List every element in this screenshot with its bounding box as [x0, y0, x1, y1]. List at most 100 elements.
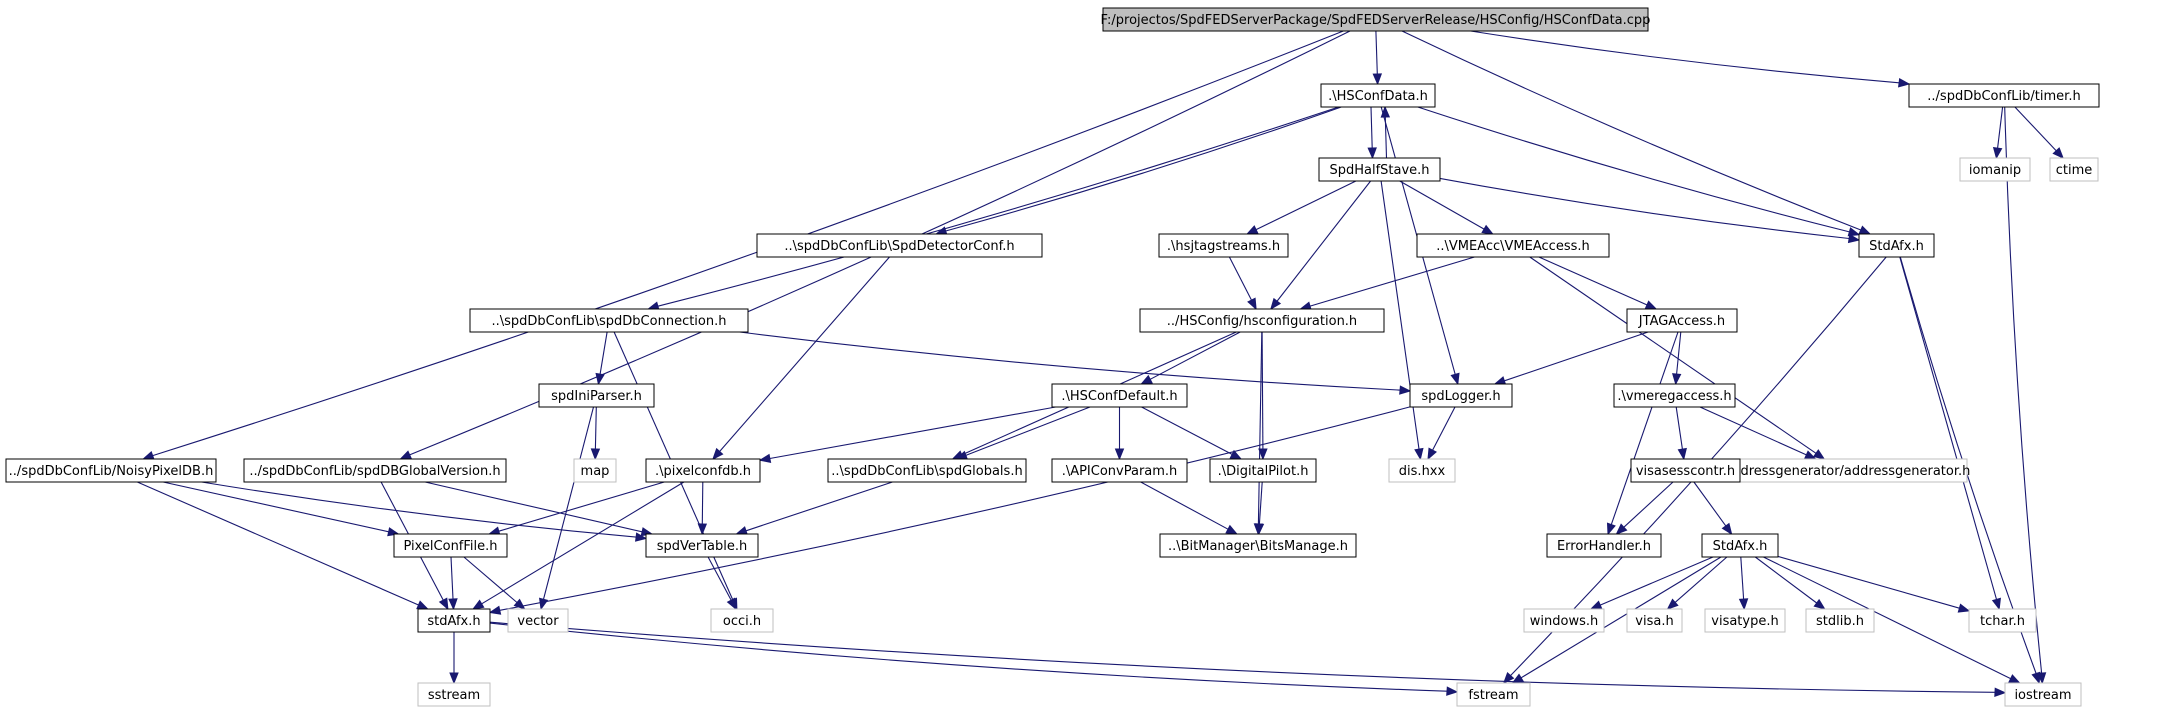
edge-arrowhead	[1677, 447, 1687, 461]
node-spdglobals[interactable]: ..\spdDbConfLib\spdGlobals.h	[827, 458, 1027, 483]
node-hsconfiguration[interactable]: ../HSConfig/hsconfiguration.h	[1139, 308, 1385, 333]
edge-line	[489, 621, 1996, 693]
edge-line	[1276, 180, 1372, 302]
node-vmeaccess[interactable]: ..\VMEAcc\VMEAccess.h	[1416, 233, 1610, 258]
edge-arrowhead	[1270, 297, 1282, 311]
edge-line	[152, 30, 1344, 457]
node-box	[507, 608, 569, 633]
node-bitsmanage[interactable]: ..\BitManager\BitsManage.h	[1159, 533, 1357, 558]
node-box	[1805, 608, 1875, 633]
edge-arrowhead	[595, 372, 605, 386]
node-visasess[interactable]: visasesscontr.h	[1630, 458, 1741, 483]
edge-arrowhead	[1399, 385, 1412, 395]
node-noisypixel[interactable]: ../spdDbConfLib/NoisyPixelDB.h	[5, 458, 217, 483]
edge-line	[1997, 106, 2004, 149]
node-visatype[interactable]: visatype.h	[1704, 608, 1786, 633]
node-dbconnection[interactable]: ..\spdDbConfLib\spdDbConnection.h	[469, 308, 749, 333]
edge-line	[701, 481, 704, 525]
edge-line	[2014, 106, 2057, 152]
node-box	[1051, 383, 1188, 408]
edge-apiconv-to-bitsmanage	[1140, 481, 1238, 535]
edge-line	[769, 406, 1056, 460]
node-vmeregaccess[interactable]: .\vmeregaccess.h	[1613, 383, 1736, 408]
node-pixelconffile[interactable]: PixelConfFile.h	[393, 533, 508, 558]
edge-arrowhead	[1615, 523, 1628, 535]
node-hsconfdefault[interactable]: .\HSConfDefault.h	[1051, 383, 1188, 408]
node-box	[417, 682, 491, 707]
node-sstream[interactable]: sstream	[417, 682, 491, 707]
node-stdafx1[interactable]: StdAfx.h	[1858, 233, 1935, 258]
node-label: .\pixelconfdb.h	[655, 464, 751, 479]
edge-arrowhead	[1114, 448, 1125, 461]
node-stdlib[interactable]: stdlib.h	[1805, 608, 1875, 633]
edge-line	[1693, 481, 1727, 527]
node-hsjtag[interactable]: .\hsjtagstreams.h	[1158, 233, 1289, 258]
edge-arrowhead	[1254, 523, 1265, 536]
edge-line	[739, 331, 1401, 391]
node-box	[1968, 608, 2037, 633]
edge-arrowhead	[1427, 447, 1437, 461]
edge-line	[137, 481, 419, 606]
node-box	[1701, 533, 1779, 558]
node-label: iomanip	[1969, 163, 2021, 178]
node-root[interactable]: F:/projectos/SpdFEDServerPackage/SpdFEDS…	[1101, 7, 1651, 32]
node-detectorconf[interactable]: ..\spdDbConfLib\SpdDetectorConf.h	[756, 233, 1043, 258]
node-stdafx3[interactable]: stdAfx.h	[417, 608, 491, 633]
node-pixelconfdb[interactable]: .\pixelconfdb.h	[645, 458, 761, 483]
edge-root-to-stdafx1	[1401, 30, 1872, 235]
node-visa[interactable]: visa.h	[1626, 608, 1683, 633]
node-label: windows.h	[1530, 614, 1598, 629]
node-vector[interactable]: vector	[507, 608, 569, 633]
node-dishxx[interactable]: dis.hxx	[1388, 458, 1456, 483]
edge-line	[1610, 331, 1679, 525]
node-spdhalfstave[interactable]: SpdHalfStave.h	[1318, 157, 1441, 182]
node-windows[interactable]: windows.h	[1523, 608, 1605, 633]
edge-line	[1141, 406, 1233, 455]
node-iomanip[interactable]: iomanip	[1959, 157, 2031, 182]
edge-arrowhead	[399, 450, 413, 460]
node-stdafx2[interactable]: StdAfx.h	[1701, 533, 1779, 558]
node-errorhandler[interactable]: ErrorHandler.h	[1546, 533, 1662, 558]
edge-line	[1380, 180, 1420, 450]
edge-pixelconffile-to-stdafx3	[448, 556, 458, 611]
edge-dbconnection-to-iniparser	[595, 331, 608, 386]
node-label: iostream	[2014, 688, 2071, 703]
node-globalversion[interactable]: ../spdDbConfLib/spdDBGlobalVersion.h	[243, 458, 507, 483]
edge-arrowhead	[141, 451, 155, 460]
node-hsconfdata[interactable]: .\HSConfData.h	[1320, 83, 1436, 108]
node-spdlogger[interactable]: spdLogger.h	[1409, 383, 1513, 408]
node-apiconv[interactable]: .\APIConvParam.h	[1051, 458, 1188, 483]
edge-line	[424, 481, 643, 533]
edge-timer-to-iostream	[2004, 106, 2047, 685]
node-box	[1051, 458, 1188, 483]
node-box	[1159, 533, 1357, 558]
node-spdvertable[interactable]: spdVerTable.h	[645, 533, 759, 558]
node-map[interactable]: map	[573, 458, 617, 483]
node-box	[5, 458, 217, 483]
node-tchar[interactable]: tchar.h	[1968, 608, 2037, 633]
edge-arrowhead	[449, 672, 459, 685]
edge-arrowhead	[1372, 73, 1383, 86]
node-occi[interactable]: occi.h	[710, 608, 774, 633]
edge-line	[481, 481, 685, 605]
node-label: stdlib.h	[1816, 614, 1864, 629]
node-label: ErrorHandler.h	[1557, 539, 1651, 554]
node-ctime[interactable]: ctime	[2049, 157, 2099, 182]
node-jtagaccess[interactable]: JTAGAccess.h	[1626, 308, 1738, 333]
node-label: F:/projectos/SpdFEDServerPackage/SpdFEDS…	[1101, 13, 1651, 28]
node-iostream[interactable]: iostream	[2004, 682, 2082, 707]
edge-stdafx3-to-sstream	[449, 631, 459, 685]
node-digitalpilot[interactable]: .\DigitalPilot.h	[1209, 458, 1317, 483]
node-timer[interactable]: ../spdDbConfLib/timer.h	[1908, 83, 2100, 108]
node-addressgen[interactable]: ../addressgenerator/addressgenerator.h	[1712, 458, 1971, 483]
node-box	[1630, 458, 1741, 483]
node-box	[1908, 83, 2100, 108]
edge-line	[1529, 256, 1817, 454]
edge-arrowhead	[539, 597, 549, 611]
node-box	[393, 533, 508, 558]
node-label: spdIniParser.h	[551, 389, 642, 404]
node-iniparser[interactable]: spdIniParser.h	[538, 383, 655, 408]
node-fstream[interactable]: fstream	[1456, 682, 1531, 707]
edge-line	[1674, 556, 1728, 603]
node-box	[645, 533, 759, 558]
